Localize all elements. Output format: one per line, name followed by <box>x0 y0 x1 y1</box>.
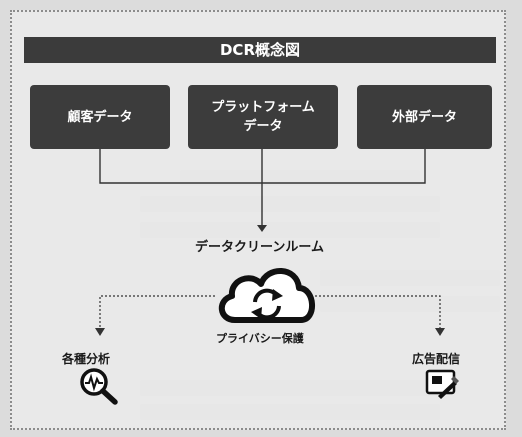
cloud-sync-icon <box>218 268 316 323</box>
source-box-label: 外部データ <box>391 109 457 125</box>
branch-connector <box>99 295 441 330</box>
source-box-external-data: 外部データ <box>357 85 492 149</box>
privacy-label: プライバシー保護 <box>216 332 304 345</box>
magnifier-analysis-icon <box>80 368 118 405</box>
source-box-platform-data: プラットフォーム データ <box>188 85 338 149</box>
output-label-analysis: 各種分析 <box>62 352 111 366</box>
source-box-label-line-1: プラットフォーム <box>211 100 315 115</box>
hub-label: データクリーンルーム <box>195 240 324 255</box>
source-box-label: 顧客データ <box>67 109 133 125</box>
arrowhead-to-ad <box>435 328 445 336</box>
source-box-customer-data: 顧客データ <box>30 85 170 149</box>
diagram-frame <box>10 10 506 430</box>
ad-delivery-icon <box>425 369 459 399</box>
arrowhead-to-hub <box>257 225 267 232</box>
merge-connector <box>99 149 426 228</box>
source-box-label-line-2: データ <box>243 119 283 134</box>
arrowhead-to-analysis <box>95 328 105 336</box>
diagram-title: DCR概念図 <box>24 37 496 63</box>
output-label-ad-delivery: 広告配信 <box>412 352 461 366</box>
